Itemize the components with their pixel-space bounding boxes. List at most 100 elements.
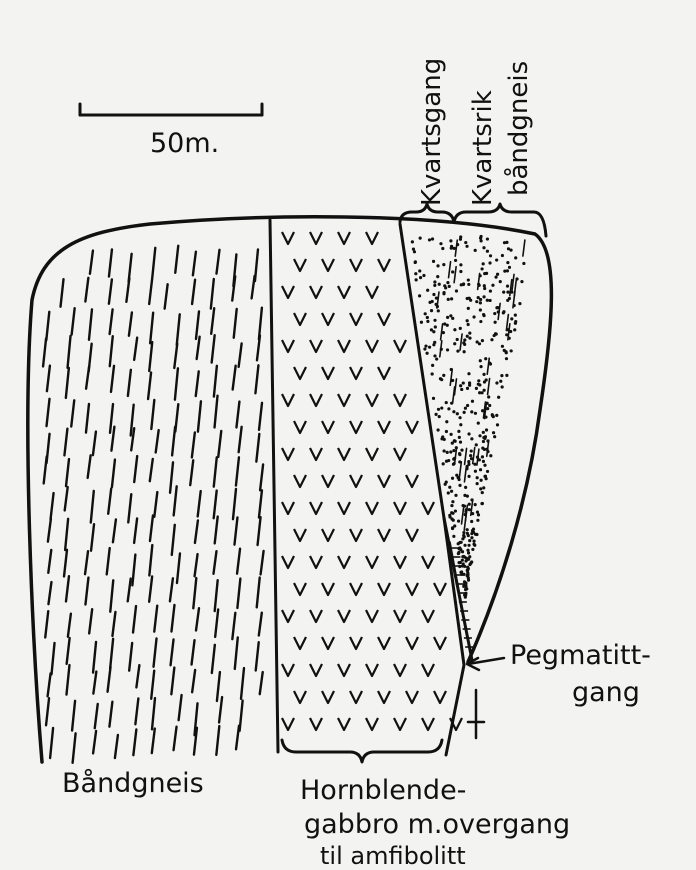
band-dash-mark xyxy=(151,671,154,699)
quartz-dot xyxy=(479,301,482,304)
quartz-dot xyxy=(432,260,435,263)
band-dash-mark xyxy=(128,370,131,396)
gabbro-v-mark xyxy=(310,556,322,568)
quartz-dot xyxy=(510,317,513,320)
contact-gabbro-kvartsgang xyxy=(400,224,444,518)
quartz-band-dash xyxy=(478,273,480,289)
quartz-dot xyxy=(473,463,476,466)
quartz-dot xyxy=(458,416,461,419)
band-dash-mark xyxy=(133,729,136,755)
quartz-dot xyxy=(467,372,470,375)
quartz-band-dash xyxy=(465,505,467,521)
quartz-dot xyxy=(447,298,450,301)
band-dash-mark xyxy=(213,551,216,574)
quartz-band-dash xyxy=(512,274,514,290)
gabbro-v-mark xyxy=(294,529,306,541)
quartz-dot xyxy=(435,357,438,360)
quartz-band-dash xyxy=(477,449,479,465)
quartz-dot xyxy=(460,388,463,391)
quartz-band-dash xyxy=(454,267,456,283)
quartz-dot xyxy=(434,413,437,416)
quartz-dot xyxy=(426,320,429,323)
band-dash-mark xyxy=(236,457,239,485)
quartz-dot xyxy=(485,428,488,431)
band-dash-mark xyxy=(109,702,112,727)
gabbro-brace xyxy=(282,740,442,762)
quartz-dot xyxy=(442,462,445,465)
quartz-dot xyxy=(464,241,467,244)
band-dash-mark xyxy=(232,613,235,639)
quartz-dot xyxy=(415,278,418,281)
gabbro-v-mark xyxy=(422,556,434,568)
band-dash-mark xyxy=(112,460,115,488)
quartz-dot xyxy=(458,541,461,544)
quartz-dot xyxy=(447,407,450,410)
band-dash-mark xyxy=(175,246,178,273)
quartz-dot xyxy=(433,284,436,287)
quartz-dot xyxy=(478,434,481,437)
quartz-dot xyxy=(459,441,462,444)
band-dash-mark xyxy=(71,400,74,426)
quartz-dot xyxy=(466,335,469,338)
gabbro-v-mark xyxy=(366,232,378,244)
quartz-dot xyxy=(493,435,496,438)
band-dash-mark xyxy=(50,728,53,758)
quartz-dot xyxy=(488,404,491,407)
quartz-dot xyxy=(480,239,483,242)
quartz-dot xyxy=(463,411,466,414)
quartz-dot xyxy=(475,387,478,390)
quartz-dot xyxy=(463,350,466,353)
gabbro-v-mark xyxy=(378,637,390,649)
quartz-dot xyxy=(476,482,479,485)
gabbro-v-mark xyxy=(310,718,322,730)
quartz-dot xyxy=(467,579,470,582)
quartz-dot xyxy=(470,437,473,440)
band-dash-mark xyxy=(214,491,217,519)
gabbro-v-mark xyxy=(338,286,350,298)
band-dash-mark xyxy=(48,519,51,542)
quartz-dot xyxy=(424,344,427,347)
band-dash-mark xyxy=(233,366,236,390)
band-dash-mark xyxy=(211,279,214,309)
quartz-dot xyxy=(494,321,497,324)
quartz-dot xyxy=(496,273,499,276)
band-dash-mark xyxy=(258,517,261,545)
band-dash-mark xyxy=(256,642,259,670)
quartz-dot xyxy=(473,544,476,547)
quartz-dot xyxy=(468,336,471,339)
quartz-dot xyxy=(502,291,505,294)
band-dash-mark xyxy=(72,308,75,334)
band-dash-mark xyxy=(195,554,198,576)
gabbro-v-mark xyxy=(422,502,434,514)
quartz-dot xyxy=(467,475,470,478)
quartz-dot xyxy=(447,459,450,462)
band-dash-mark xyxy=(150,459,153,481)
quartz-dot xyxy=(460,449,463,452)
quartz-band-dash xyxy=(459,462,461,478)
band-dash-mark xyxy=(260,464,263,490)
band-dash-mark xyxy=(260,672,263,694)
gabbro-v-mark xyxy=(294,367,306,379)
strike-dip-symbol xyxy=(468,690,484,738)
band-dash-mark xyxy=(128,494,131,522)
quartz-dot xyxy=(440,378,443,381)
band-dash-mark xyxy=(45,611,48,637)
gabbro-v-mark xyxy=(378,313,390,325)
gabbro-v-mark xyxy=(294,583,306,595)
quartz-dot xyxy=(508,297,511,300)
band-dash-mark xyxy=(72,701,75,731)
gabbro-v-mark xyxy=(350,367,362,379)
quartz-dot xyxy=(499,280,502,283)
quartz-dot xyxy=(485,378,488,381)
quartz-dot xyxy=(440,406,443,409)
quartz-dot xyxy=(468,539,471,542)
band-dash-mark xyxy=(149,342,152,371)
gabbro-v-mark xyxy=(394,664,406,676)
quartz-dot xyxy=(459,270,462,273)
band-dash-mark xyxy=(217,672,220,701)
quartz-dot xyxy=(449,239,452,242)
quartz-dot xyxy=(431,237,434,240)
quartz-dot xyxy=(482,440,485,443)
quartz-dot xyxy=(471,529,474,532)
quartz-dot xyxy=(479,365,482,368)
